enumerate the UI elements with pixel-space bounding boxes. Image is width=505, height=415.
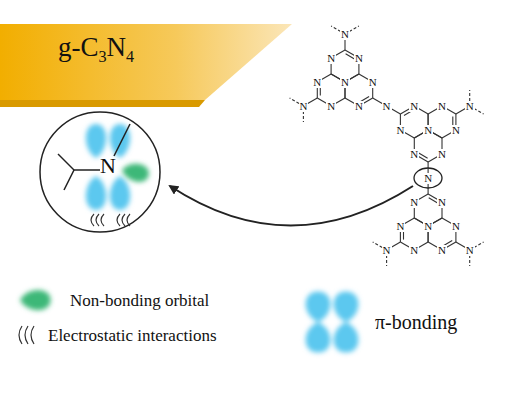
nitrogen-label: N [409,245,419,256]
nitrogen-label: N [409,101,419,112]
nitrogen-label: N [299,101,309,112]
nitrogen-label: N [354,101,364,112]
circle-outline [38,110,162,234]
nitrogen-label: N [451,125,461,136]
nitrogen-label: N [340,29,350,40]
slab-top [0,24,292,100]
nitrogen-label: N [465,101,475,112]
legend-text: π-bonding [375,312,457,332]
nitrogen-label: N [382,101,392,112]
nitrogen-label: N [423,221,433,232]
nitrogen-label: N [340,77,350,88]
structure-bonds [290,26,484,266]
nitrogen-label: N [312,77,322,88]
nitrogen-label: N [465,245,475,256]
nitrogen-label: N [451,221,461,232]
p-orbital [86,124,130,210]
nitrogen-label: N [423,173,433,184]
nitrogen-label: N [437,197,447,208]
zoom-arrow [170,186,413,226]
nonbonding-orbital [120,161,150,183]
electrostatic-sample [19,326,34,344]
nitrogen-atom: N [100,155,116,177]
nitrogen-label: N [354,53,364,64]
zoom-circle: N [38,110,162,234]
nonbonding-swatch [20,290,51,310]
nitrogen-label: N [409,197,419,208]
legend-lobe [20,290,51,310]
nitrogen-label: N [437,101,447,112]
nitrogen-label: N [437,149,447,160]
legend-text: Electrostatic interactions [48,327,217,344]
electrostatic-arcs [91,214,130,226]
bond [418,153,428,159]
nitrogen-label: N [368,77,378,88]
circle-border [40,112,160,232]
material-slab: g-C3N4 [58,34,134,66]
highlight-ellipse [414,168,442,188]
nitrogen-label: N [382,245,392,256]
nitrogen-label: N [326,101,336,112]
nitrogen-label: N [409,149,419,160]
nitrogen-label: N [423,125,433,136]
nitrogen-label: N [395,221,405,232]
nitrogen-label: N [437,245,447,256]
substituent-bonds [58,124,130,190]
legend-text: Non-bonding orbital [70,292,209,309]
material-name: g-C3N4 [58,34,134,66]
nitrogen-label: N [395,125,405,136]
slab-edge [0,100,205,107]
pi-bond-sample [306,291,359,352]
bond [373,98,401,114]
nitrogen-label: N [326,53,336,64]
